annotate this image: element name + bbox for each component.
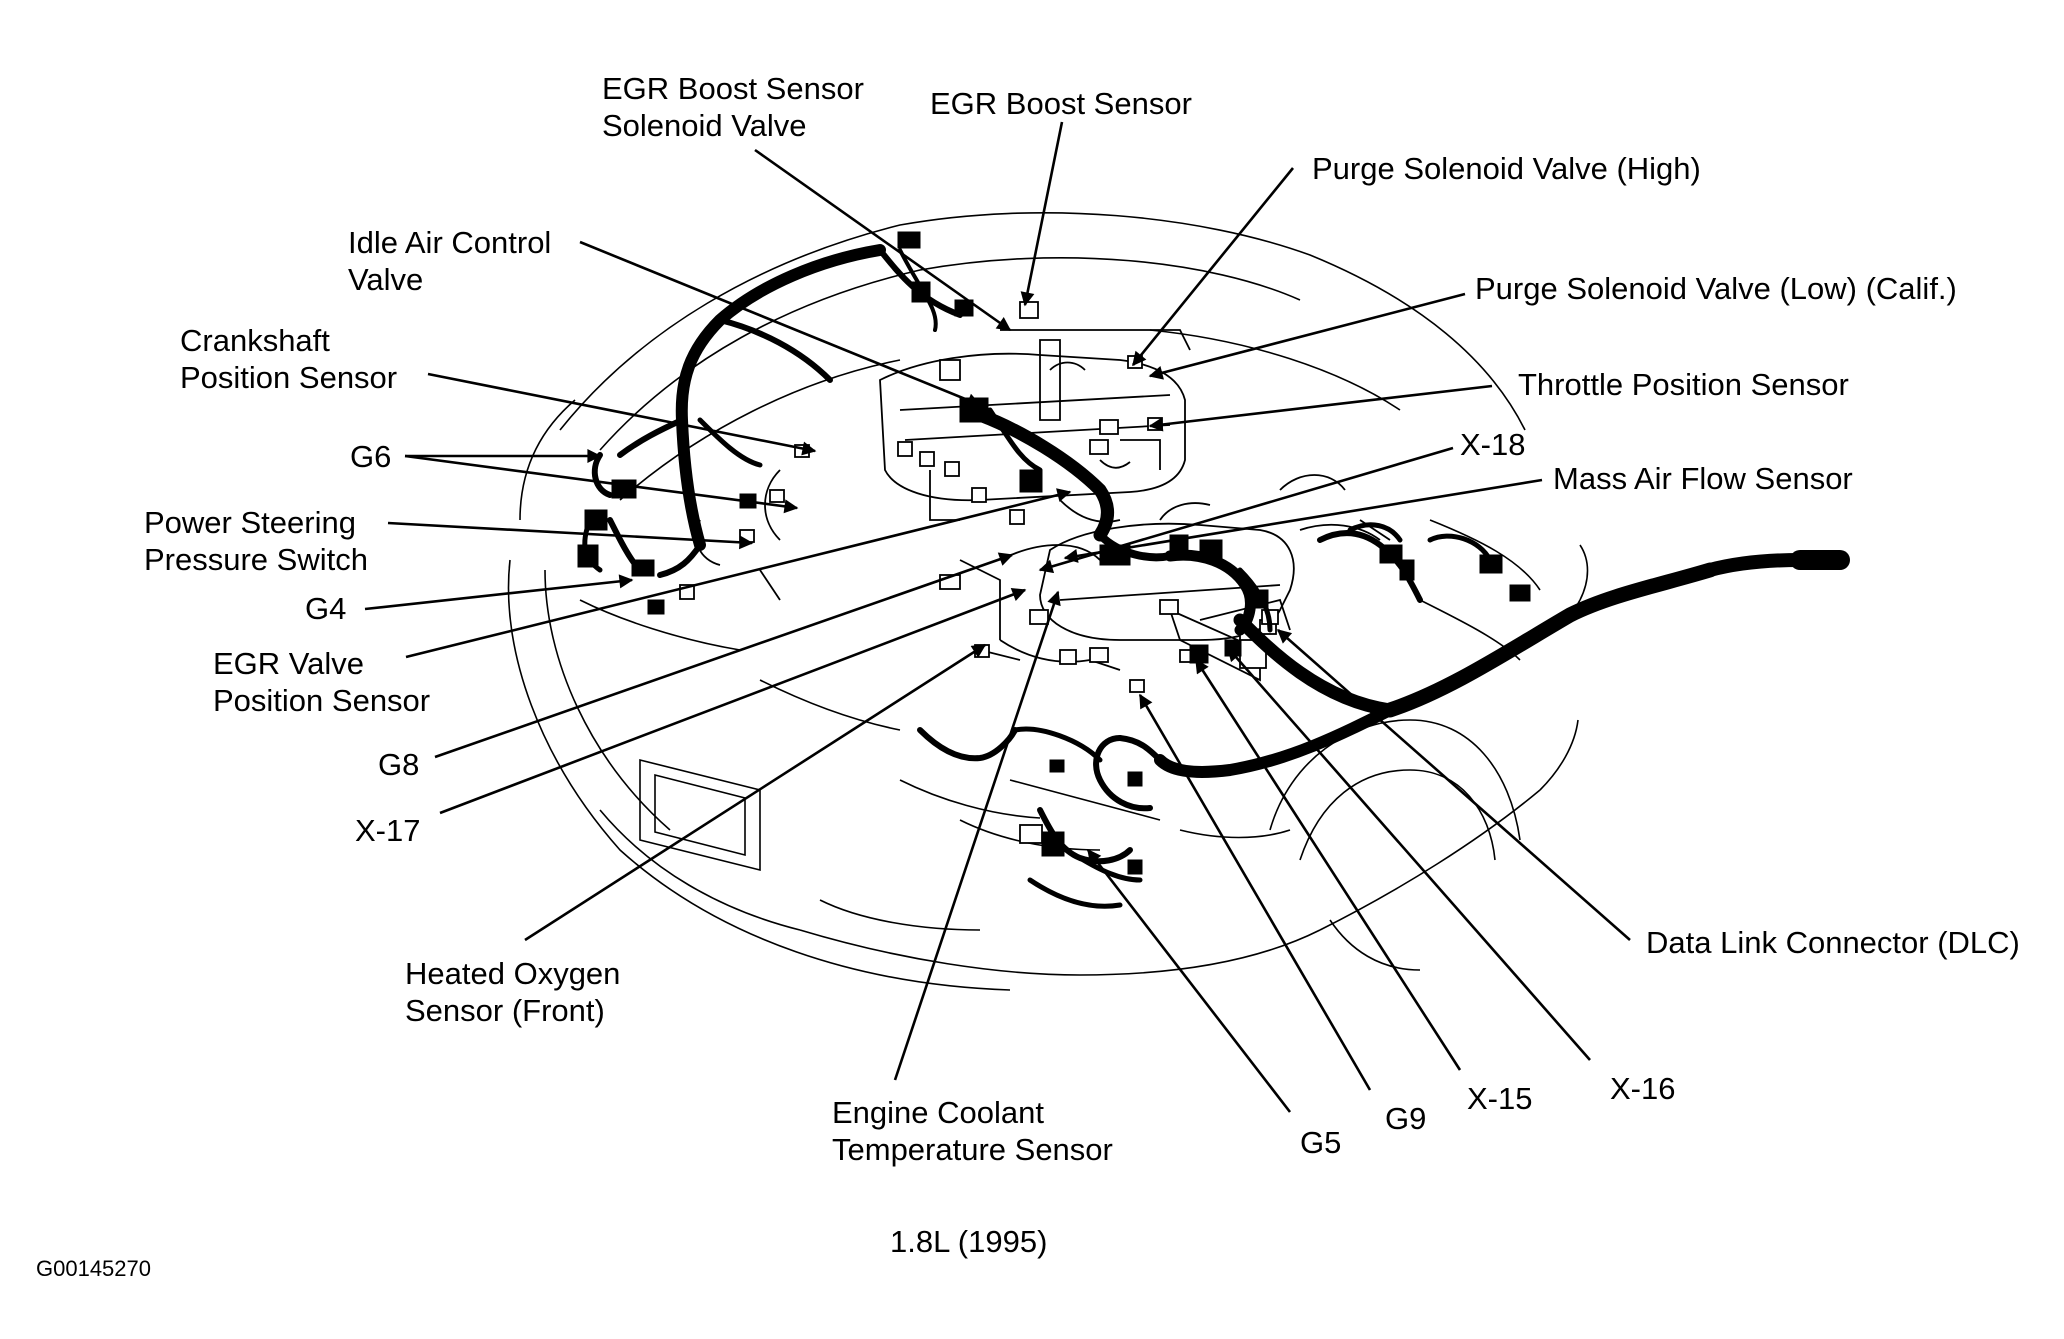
label-engine-coolant-temperature-sensor: Engine Coolant Temperature Sensor — [832, 1094, 1113, 1168]
label-crankshaft-position-sensor: Crankshaft Position Sensor — [180, 322, 397, 396]
leader-maf — [1063, 478, 1543, 563]
label-line: Pressure Switch — [144, 542, 368, 577]
leader-lines — [364, 121, 1631, 1113]
label-line: Purge Solenoid Valve (High) — [1312, 151, 1701, 186]
label-line: Sensor (Front) — [405, 993, 605, 1028]
leader-egr-boost-solenoid — [754, 148, 1012, 332]
leader-g5 — [1086, 848, 1292, 1113]
label-line: Position Sensor — [213, 683, 431, 718]
label-x18: X-18 — [1460, 426, 1525, 463]
figure-id: G00145270 — [36, 1256, 151, 1281]
label-line: Throttle Position Sensor — [1518, 367, 1849, 402]
label-egr-valve-position-sensor: EGR Valve Position Sensor — [213, 645, 430, 719]
label-line: G8 — [378, 747, 420, 782]
engine-assembly — [695, 329, 1391, 682]
label-line: Idle Air Control — [348, 225, 552, 260]
label-g5: G5 — [1300, 1124, 1341, 1161]
leader-x15 — [1194, 658, 1462, 1071]
label-line: Temperature Sensor — [832, 1132, 1113, 1167]
label-egr-boost-sensor: EGR Boost Sensor — [930, 85, 1192, 122]
label-line: Purge Solenoid Valve (Low) (Calif.) — [1475, 271, 1957, 306]
label-line: Mass Air Flow Sensor — [1553, 461, 1853, 496]
label-line: X-17 — [355, 813, 421, 848]
leader-ho2s — [524, 643, 987, 942]
leader-g6-b — [404, 454, 799, 514]
label-line: EGR Boost Sensor — [602, 71, 864, 106]
label-g9: G9 — [1385, 1100, 1426, 1137]
label-egr-boost-sensor-solenoid-valve: EGR Boost Sensor Solenoid Valve — [602, 70, 864, 144]
label-g6: G6 — [350, 438, 391, 475]
label-line: Crankshaft — [180, 323, 330, 358]
leader-x17 — [439, 587, 1027, 815]
label-line: Power Steering — [144, 505, 356, 540]
leader-ect — [893, 590, 1061, 1081]
label-line: EGR Valve — [213, 646, 365, 681]
label-line: G4 — [305, 591, 347, 626]
label-line: G9 — [1385, 1101, 1427, 1136]
leader-g4 — [364, 574, 634, 611]
label-line: X-18 — [1460, 427, 1526, 462]
figure-caption: 1.8L (1995) — [890, 1224, 1048, 1259]
label-g8: G8 — [378, 746, 419, 783]
leader-purge-low — [1148, 292, 1466, 380]
leader-egr-boost-sensor — [1020, 121, 1064, 307]
label-g4: G4 — [305, 590, 346, 627]
harness-connectors — [577, 231, 1531, 875]
label-mass-air-flow-sensor: Mass Air Flow Sensor — [1553, 460, 1853, 497]
leader-g9 — [1138, 693, 1372, 1091]
leader-ps-switch — [387, 521, 754, 550]
label-data-link-connector: Data Link Connector (DLC) — [1646, 924, 2020, 961]
connector-blocks — [679, 301, 1279, 844]
label-purge-solenoid-valve-low: Purge Solenoid Valve (Low) (Calif.) — [1475, 270, 1957, 307]
wiring-harness — [582, 244, 1850, 909]
label-x16: X-16 — [1610, 1070, 1675, 1107]
label-line: Solenoid Valve — [602, 108, 807, 143]
label-line: Valve — [348, 262, 424, 297]
label-line: Engine Coolant — [832, 1095, 1044, 1130]
leader-egr-valve — [405, 488, 1072, 659]
label-purge-solenoid-valve-high: Purge Solenoid Valve (High) — [1312, 150, 1701, 187]
label-heated-oxygen-sensor-front: Heated Oxygen Sensor (Front) — [405, 955, 620, 1029]
vehicle-body-outline — [507, 211, 1589, 991]
leader-g8 — [434, 552, 1014, 759]
leader-x16 — [1227, 646, 1591, 1061]
label-line: X-15 — [1467, 1081, 1533, 1116]
leader-throttle — [1148, 384, 1493, 432]
leader-crankshaft — [427, 372, 817, 456]
label-x17: X-17 — [355, 812, 420, 849]
leader-iac — [579, 240, 982, 407]
label-line: Position Sensor — [180, 360, 398, 395]
leader-dlc — [1276, 629, 1631, 941]
label-line: G6 — [350, 439, 392, 474]
label-line: EGR Boost Sensor — [930, 86, 1192, 121]
leader-purge-high — [1131, 167, 1295, 367]
label-line: X-16 — [1610, 1071, 1676, 1106]
label-throttle-position-sensor: Throttle Position Sensor — [1518, 366, 1849, 403]
label-x15: X-15 — [1467, 1080, 1532, 1117]
label-line: G5 — [1300, 1125, 1342, 1160]
label-line: Heated Oxygen — [405, 956, 621, 991]
label-power-steering-pressure-switch: Power Steering Pressure Switch — [144, 504, 368, 578]
label-idle-air-control-valve: Idle Air Control Valve — [348, 224, 551, 298]
label-line: Data Link Connector (DLC) — [1646, 925, 2020, 960]
